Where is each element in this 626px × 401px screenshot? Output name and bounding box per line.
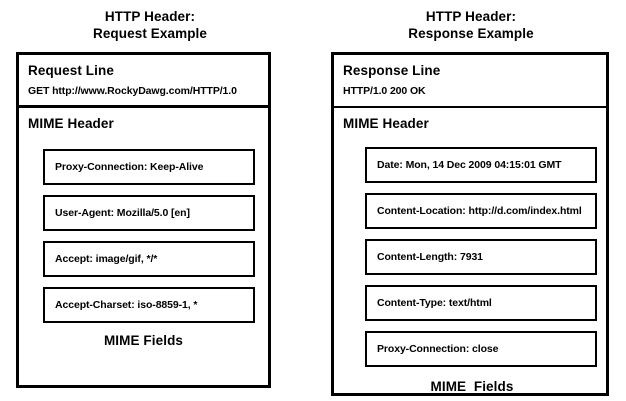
- request-line-heading: Request Line: [28, 63, 114, 78]
- mime-field-box: User-Agent: Mozilla/5.0 [en]: [43, 195, 255, 231]
- response-diagram-title: HTTP Header: Response Example: [408, 9, 534, 41]
- mime-field-box: Proxy-Connection: close: [365, 331, 597, 367]
- response-line-heading: Response Line: [343, 63, 441, 78]
- mime-field-box: Date: Mon, 14 Dec 2009 04:15:01 GMT: [365, 147, 597, 183]
- response-line-section: Response Line HTTP/1.0 200 OK: [334, 55, 606, 97]
- request-line-section: Request Line GET http://www.RockyDawg.co…: [19, 55, 268, 97]
- request-diagram-title: HTTP Header: Request Example: [92, 9, 208, 41]
- request-mime-header-section: MIME Header: [19, 108, 268, 131]
- mime-field-box: Accept-Charset: iso-8859-1, *: [43, 287, 255, 323]
- request-line-value: GET http://www.RockyDawg.com/HTTP/1.0: [28, 85, 237, 97]
- response-mime-header-heading: MIME Header: [343, 116, 429, 131]
- request-example-column: HTTP Header: Request Example Request Lin…: [0, 0, 300, 388]
- mime-field-box: Accept: image/gif, */*: [43, 241, 255, 277]
- mime-field-box: Content-Length: 7931: [365, 239, 597, 275]
- response-example-column: HTTP Header: Response Example Response L…: [316, 0, 626, 396]
- request-mime-field-list: Proxy-Connection: Keep-Alive User-Agent:…: [19, 149, 268, 333]
- response-mime-fields-caption: MIME Fields: [430, 379, 514, 394]
- request-header-panel: Request Line GET http://www.RockyDawg.co…: [16, 52, 271, 388]
- request-mime-header-heading: MIME Header: [28, 116, 114, 131]
- request-panel-divider: [19, 105, 268, 108]
- mime-field-box: Content-Type: text/html: [365, 285, 597, 321]
- response-mime-header-section: MIME Header: [334, 108, 606, 131]
- request-mime-fields-caption: MIME Fields: [103, 333, 184, 348]
- mime-field-box: Proxy-Connection: Keep-Alive: [43, 149, 255, 185]
- response-mime-field-list: Date: Mon, 14 Dec 2009 04:15:01 GMT Cont…: [334, 147, 606, 377]
- mime-field-box: Content-Location: http://d.com/index.htm…: [365, 193, 597, 229]
- response-panel-divider: [334, 106, 606, 108]
- response-header-panel: Response Line HTTP/1.0 200 OK MIME Heade…: [331, 52, 609, 396]
- response-line-value: HTTP/1.0 200 OK: [343, 85, 426, 97]
